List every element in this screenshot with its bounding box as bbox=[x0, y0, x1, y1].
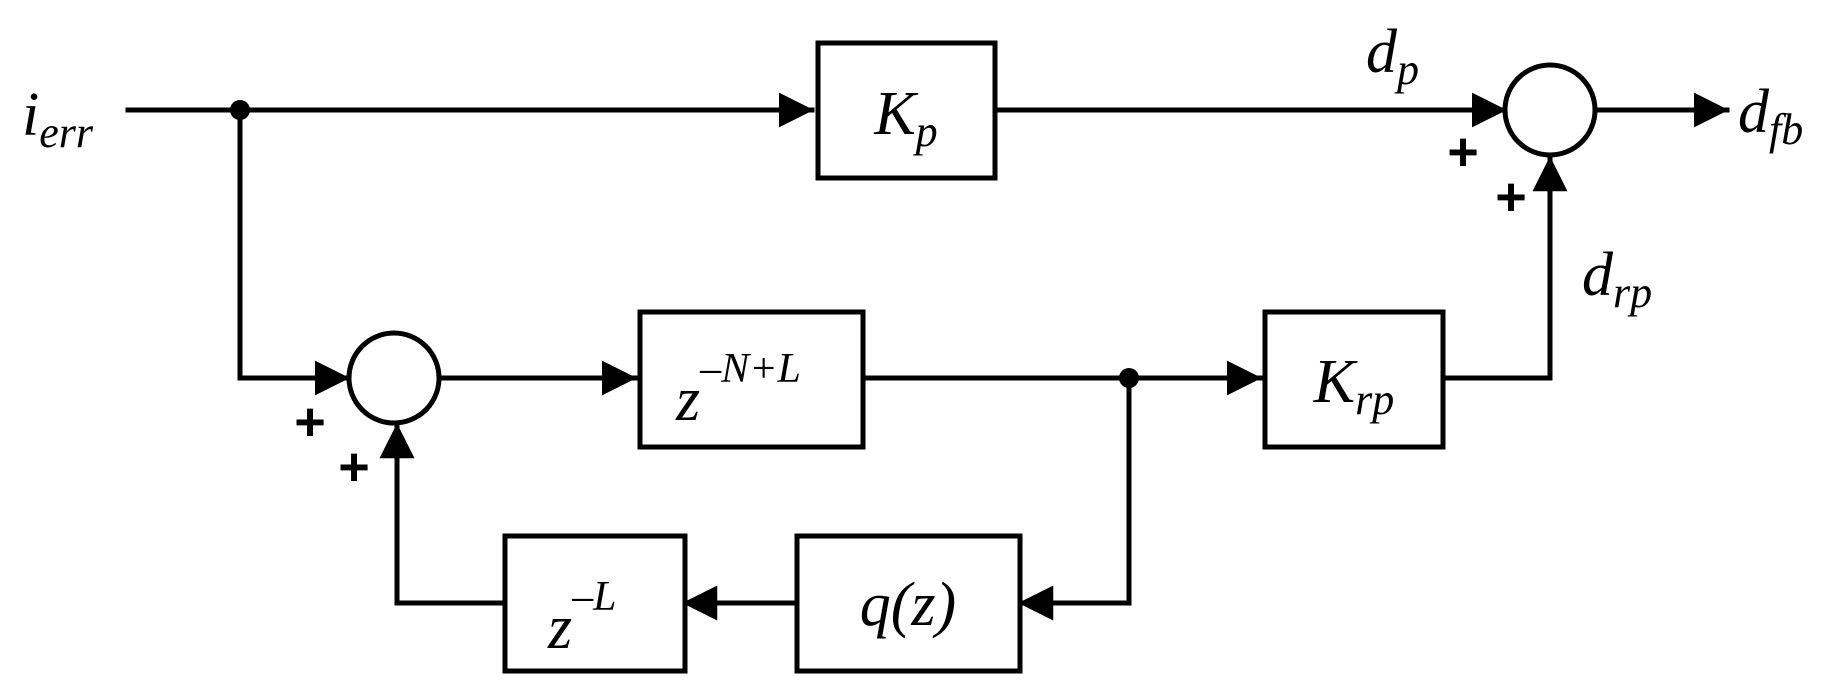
block-delay-nl-label: z–N+L bbox=[675, 346, 801, 434]
wire-input-branch-to-sum-in bbox=[237, 107, 351, 396]
summing-junction-output bbox=[1502, 62, 1598, 158]
block-qz bbox=[794, 533, 1023, 674]
block-qz-label: q(z) bbox=[860, 571, 956, 639]
block-delay-l bbox=[502, 533, 688, 674]
input-label: ierr bbox=[22, 81, 94, 157]
sign-sum-out-bottom: + bbox=[1495, 167, 1527, 227]
block-delay-nl bbox=[637, 309, 866, 450]
wire-branch-to-qz bbox=[1017, 375, 1132, 621]
block-krp bbox=[1262, 309, 1446, 450]
wire-delay-l-to-sum-in bbox=[379, 422, 508, 606]
signal-dp-label: dp bbox=[1366, 18, 1419, 94]
summing-junction-inner bbox=[346, 330, 442, 426]
wire-krp-to-sum-out bbox=[1440, 155, 1568, 381]
sign-sum-in-bottom: + bbox=[338, 437, 370, 497]
sign-sum-in-left: + bbox=[294, 392, 326, 452]
signal-drp-label: drp bbox=[1582, 241, 1652, 317]
block-kp bbox=[815, 40, 998, 181]
block-kp-label: Kp bbox=[873, 80, 937, 156]
junction-feedback bbox=[1119, 368, 1139, 388]
block-delay-l-label: z–L bbox=[547, 574, 617, 662]
sign-sum-out-left: + bbox=[1447, 122, 1479, 182]
block-krp-label: Krp bbox=[1313, 348, 1394, 424]
output-label: dfb bbox=[1738, 78, 1803, 154]
junction-input bbox=[230, 100, 250, 120]
